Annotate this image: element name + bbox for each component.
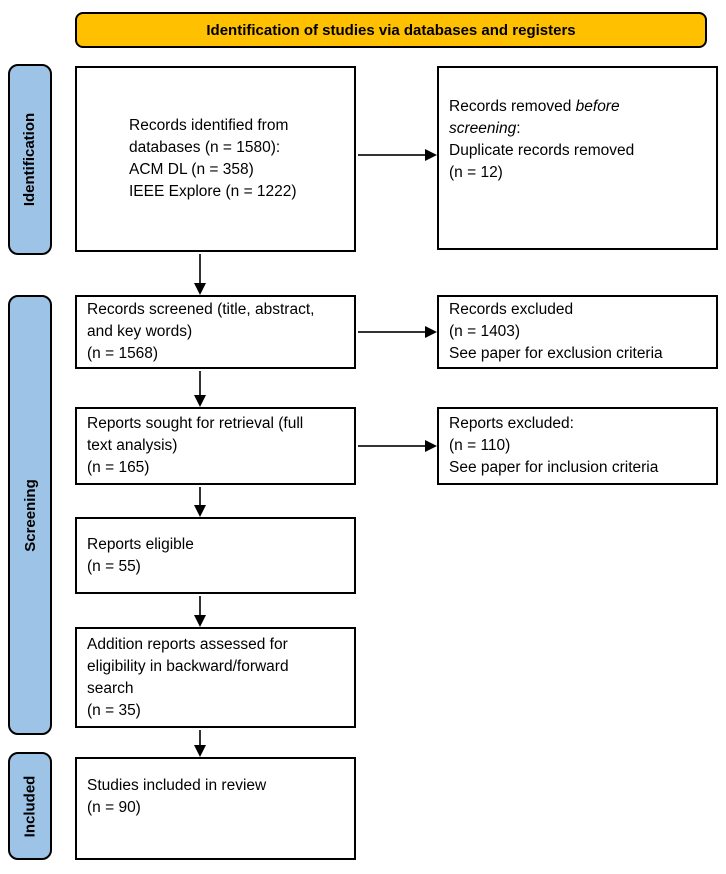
box-reports-eligible-text: Reports eligible (n = 55) [87, 535, 194, 575]
box-additional-reports: Addition reports assessed for eligibilit… [75, 627, 356, 728]
box-studies-included-text: Studies included in review (n = 90) [87, 777, 267, 816]
stage-label-included: Included [21, 775, 39, 837]
arrow-screened-to-excluded [358, 327, 437, 337]
arrow-sought-to-reports-excluded [358, 441, 437, 451]
records-removed-emphasis: before screening [449, 98, 620, 137]
box-records-excluded: Records excluded (n = 1403) See paper fo… [437, 295, 718, 369]
box-reports-excluded-text: Reports excluded: (n = 110) See paper fo… [449, 415, 659, 476]
box-records-excluded-text: Records excluded (n = 1403) See paper fo… [449, 301, 663, 362]
box-records-screened: Records screened (title, abstract, and k… [75, 295, 356, 369]
arrow-identified-to-removed [358, 150, 437, 160]
box-reports-sought: Reports sought for retrieval (full text … [75, 407, 356, 485]
arrow-identified-to-screened [195, 254, 205, 295]
banner-identification-via-databases: Identification of studies via databases … [75, 12, 707, 48]
box-records-identified-text: Records identified from databases (n = 1… [129, 117, 297, 200]
arrow-eligible-to-additional [195, 596, 205, 627]
banner-title: Identification of studies via databases … [206, 21, 576, 39]
arrow-additional-to-included [195, 730, 205, 757]
stage-label-identification: Identification [21, 112, 39, 207]
records-removed-suffix: : [516, 120, 521, 137]
box-reports-sought-text: Reports sought for retrieval (full text … [87, 415, 304, 476]
box-reports-eligible: Reports eligible (n = 55) [75, 517, 356, 594]
stage-label-screening: Screening [21, 478, 39, 552]
box-additional-reports-text: Addition reports assessed for eligibilit… [87, 635, 289, 719]
stage-bar-screening: Screening [8, 295, 52, 735]
box-records-removed: Records removed before screening: Duplica… [437, 66, 718, 250]
box-records-removed-text: Records removed before screening: Duplica… [439, 96, 686, 184]
box-studies-included: Studies included in review (n = 90) [75, 757, 356, 860]
box-records-identified: Records identified from databases (n = 1… [75, 66, 356, 252]
arrow-screened-to-sought [195, 371, 205, 407]
records-removed-prefix: Records removed [449, 98, 576, 115]
box-records-screened-text: Records screened (title, abstract, and k… [87, 301, 315, 362]
stage-bar-identification: Identification [8, 64, 52, 255]
arrow-sought-to-eligible [195, 487, 205, 517]
records-removed-detail: Duplicate records removed (n = 12) [449, 142, 635, 181]
box-reports-excluded: Reports excluded: (n = 110) See paper fo… [437, 407, 718, 485]
stage-bar-included: Included [8, 752, 52, 860]
